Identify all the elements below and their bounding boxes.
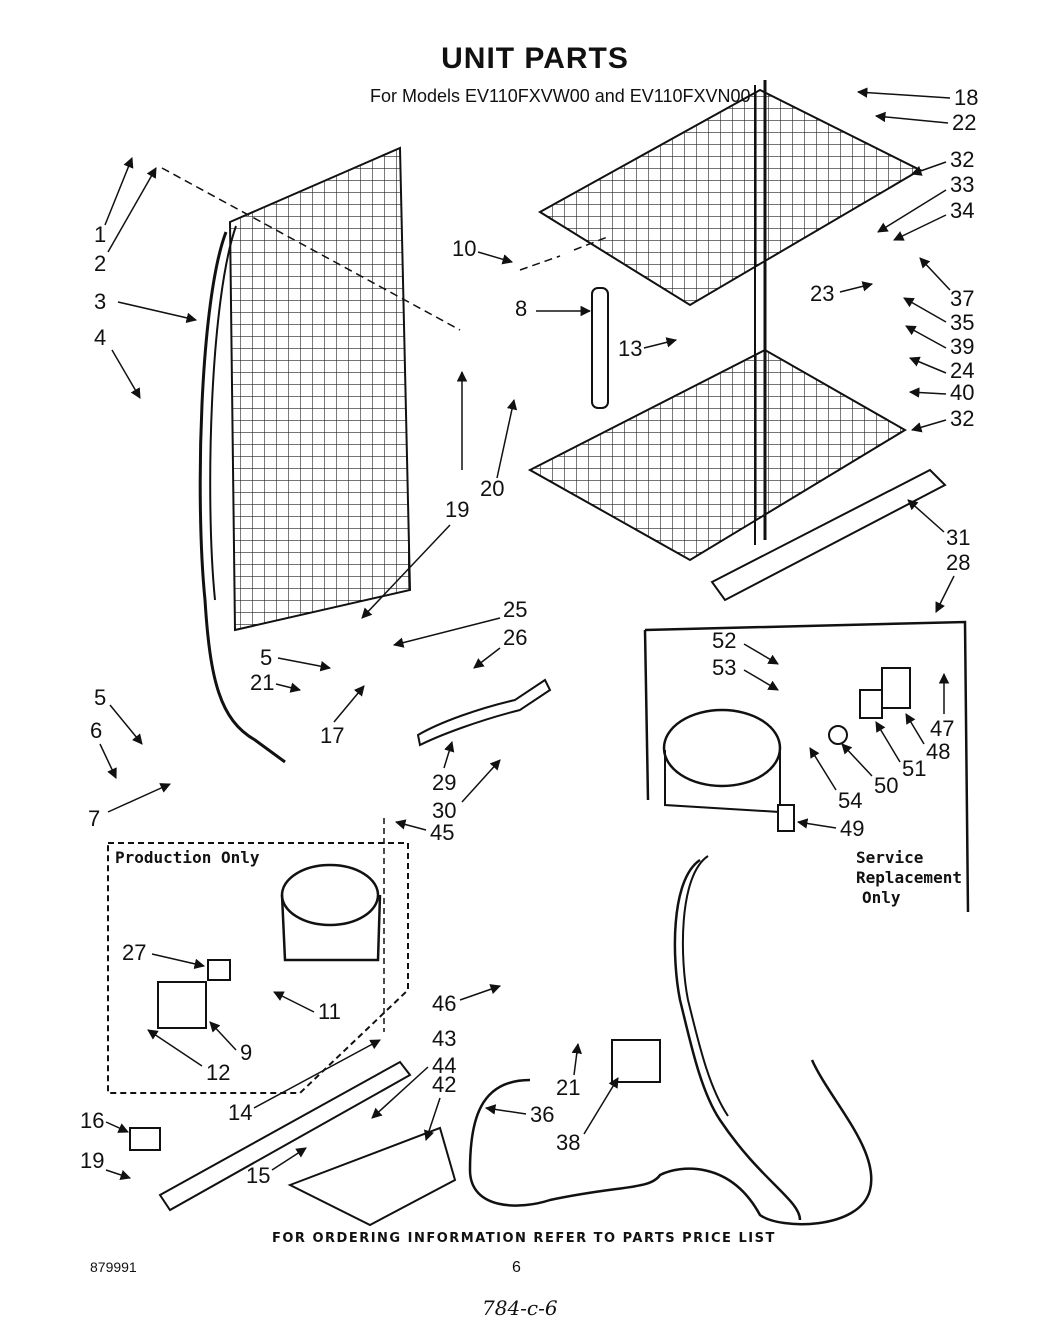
callout-label: 53 xyxy=(712,655,736,680)
callout-label: 34 xyxy=(950,198,974,223)
production-only-label: Production Only xyxy=(115,848,260,867)
clip-part xyxy=(129,1127,161,1151)
condenser-coil xyxy=(198,146,412,764)
callout-label: 10 xyxy=(452,236,476,261)
callout-label: 30 xyxy=(432,798,456,823)
callout-label: 9 xyxy=(240,1040,252,1065)
callout-label: 12 xyxy=(206,1060,230,1085)
callout-label: 4 xyxy=(94,325,106,350)
service-replacement-label: Service Replacement Only xyxy=(856,848,962,908)
callout-label: 7 xyxy=(88,806,100,831)
callout-label: 49 xyxy=(840,816,864,841)
callout-label: 2 xyxy=(94,251,106,276)
callout-label: 15 xyxy=(246,1163,270,1188)
callout-label: 21 xyxy=(556,1075,580,1100)
callout-label: 5 xyxy=(260,645,272,670)
callout-label: 14 xyxy=(228,1100,252,1125)
callout-label: 35 xyxy=(950,310,974,335)
callout-label: 52 xyxy=(712,628,736,653)
evaporator-lower xyxy=(527,348,907,562)
callout-label: 23 xyxy=(810,281,834,306)
relay-part xyxy=(611,1039,661,1083)
callout-label: 1 xyxy=(94,222,106,247)
callout-label: 50 xyxy=(874,773,898,798)
callout-label: 13 xyxy=(618,336,642,361)
callout-label: 51 xyxy=(902,756,926,781)
callout-label: 32 xyxy=(950,147,974,172)
callout-label: 19 xyxy=(80,1148,104,1173)
tube-part xyxy=(591,287,609,409)
page-subtitle: For Models EV110FXVW00 and EV110FXVN00 xyxy=(370,86,751,106)
rail-part xyxy=(710,468,947,602)
callout-label: 44 xyxy=(432,1053,456,1078)
callout-label: 3 xyxy=(94,289,106,314)
callout-label: 25 xyxy=(503,597,527,622)
callout-label: 6 xyxy=(90,718,102,743)
callout-label: 26 xyxy=(503,625,527,650)
production-only-box xyxy=(107,842,409,1094)
callout-label: 47 xyxy=(930,716,954,741)
callout-label: 39 xyxy=(950,334,974,359)
callout-label: 27 xyxy=(122,940,146,965)
callout-label: 48 xyxy=(926,739,950,764)
callout-label: 29 xyxy=(432,770,456,795)
callout-label: 24 xyxy=(950,358,974,383)
service-line: Only xyxy=(862,888,901,907)
callout-label: 46 xyxy=(432,991,456,1016)
callout-label: 31 xyxy=(946,525,970,550)
callout-label: 36 xyxy=(530,1102,554,1127)
document-number: 879991 xyxy=(90,1259,137,1275)
callouts: 1 2 3 4 5 6 7 5 21 17 25 26 29 xyxy=(80,85,978,1188)
service-line: Replacement xyxy=(856,868,962,887)
base-bracket xyxy=(158,1060,457,1227)
callout-label: 16 xyxy=(80,1108,104,1133)
refrigerant-tubing xyxy=(468,855,873,1226)
callout-label: 38 xyxy=(556,1130,580,1155)
callout-label: 19 xyxy=(445,497,469,522)
callout-label: 43 xyxy=(432,1026,456,1051)
service-replacement-box xyxy=(643,620,970,913)
callout-label: 18 xyxy=(954,85,978,110)
service-line: Service xyxy=(856,848,924,867)
callout-label: 17 xyxy=(320,723,344,748)
callout-label: 11 xyxy=(318,999,341,1024)
callout-label: 28 xyxy=(946,550,970,575)
page-number: 6 xyxy=(512,1259,521,1276)
callout-label: 22 xyxy=(952,110,976,135)
page-title: UNIT PARTS xyxy=(441,42,629,75)
callout-label: 20 xyxy=(480,476,504,501)
callout-label: 8 xyxy=(515,296,527,321)
callout-label: 54 xyxy=(838,788,862,813)
handwritten-note: 784-c-6 xyxy=(482,1296,558,1320)
callout-label: 45 xyxy=(430,820,454,845)
callout-label: 37 xyxy=(950,286,974,311)
callout-label: 42 xyxy=(432,1072,456,1097)
ordering-note: FOR ORDERING INFORMATION REFER TO PARTS … xyxy=(272,1231,776,1246)
callout-label: 33 xyxy=(950,172,974,197)
callout-label: 40 xyxy=(950,380,974,405)
callout-label: 32 xyxy=(950,406,974,431)
callout-label: 21 xyxy=(250,670,274,695)
callout-label: 5 xyxy=(94,685,106,710)
drier-part xyxy=(416,678,552,747)
